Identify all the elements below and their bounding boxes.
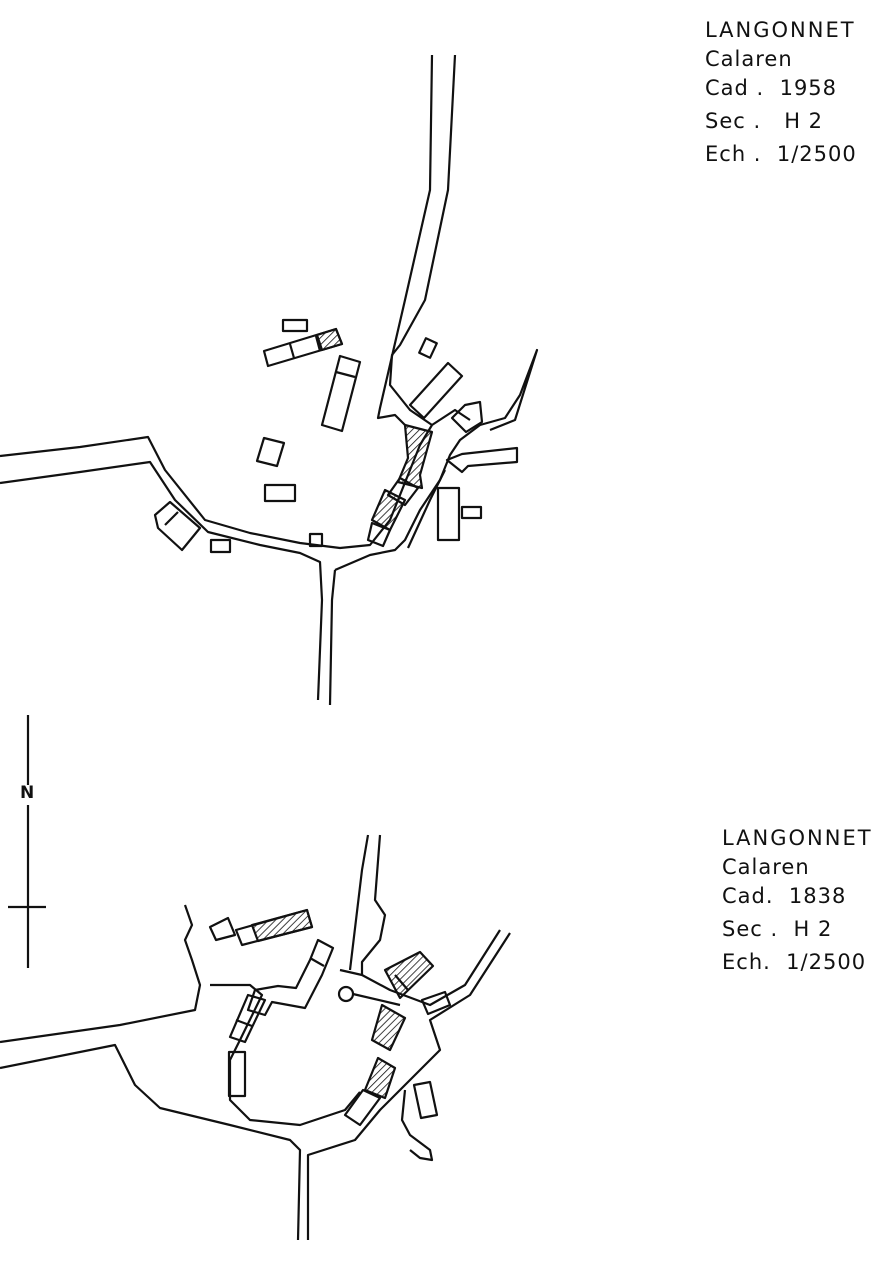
north-arrow — [8, 715, 46, 968]
section-value: H 2 — [793, 917, 833, 941]
section-label: Sec . — [705, 109, 762, 133]
map-1958-buildings — [153, 318, 519, 554]
section-row: Sec . H 2 — [722, 919, 873, 940]
scale-row: Ech . 1/2500 — [705, 144, 857, 165]
legend-1958: LANGONNET Calaren Cad . 1958 Sec . H 2 E… — [705, 20, 857, 173]
section-value: H 2 — [784, 109, 824, 133]
scale-row: Ech. 1/2500 — [722, 952, 873, 973]
cadastre-row: Cad . 1958 — [705, 78, 857, 99]
map-1838-roads — [0, 834, 511, 1241]
map-1958-roads — [0, 54, 539, 706]
section-label: Sec . — [722, 917, 779, 941]
scale-value: 1/2500 — [786, 950, 867, 974]
cadastre-label: Cad . — [705, 76, 765, 100]
section-row: Sec . H 2 — [705, 111, 857, 132]
legend-1838: LANGONNET Calaren Cad. 1838 Sec . H 2 Ec… — [722, 828, 873, 981]
commune-name: LANGONNET — [705, 18, 856, 42]
cadastre-year: 1958 — [779, 76, 838, 100]
north-label: N — [20, 783, 35, 803]
place-name: Calaren — [722, 855, 810, 879]
place-name: Calaren — [705, 47, 793, 71]
cadastre-year: 1838 — [788, 884, 847, 908]
commune-name: LANGONNET — [722, 826, 873, 850]
cadastre-label: Cad. — [722, 884, 774, 908]
scale-label: Ech. — [722, 950, 771, 974]
cadastre-row: Cad. 1838 — [722, 886, 873, 907]
scale-value: 1/2500 — [776, 142, 857, 166]
map-1838-buildings — [208, 908, 452, 1127]
scale-label: Ech . — [705, 142, 762, 166]
